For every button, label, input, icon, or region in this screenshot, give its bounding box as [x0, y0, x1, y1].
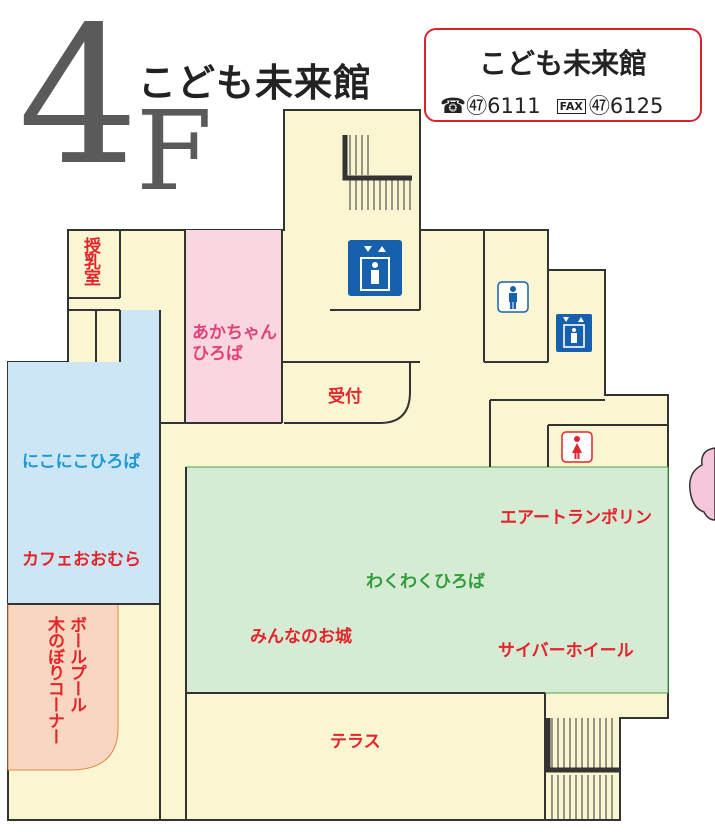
womens-restroom-icon	[561, 431, 593, 463]
elevator-icon	[556, 314, 592, 352]
niko-plaza-label: にこにこひろば	[22, 452, 141, 472]
nursing-room-label: 授乳室	[80, 237, 100, 285]
terrace-label: テラス	[330, 732, 381, 752]
fax-prefix: ㊼	[588, 94, 610, 118]
ball-pool-room	[7, 603, 119, 771]
trampoline-label: エアートランポリン	[500, 508, 652, 528]
fax-icon: FAX	[556, 99, 586, 114]
cafe-label: カフェおおむら	[22, 550, 141, 570]
stairs-icon	[342, 135, 414, 210]
reception-label: 受付	[328, 387, 362, 407]
tree-climbing-label: 木のぼりコーナー	[44, 616, 64, 744]
contact-name: こども未来館	[478, 47, 647, 80]
floor-letter: F	[136, 87, 213, 215]
mens-restroom-icon	[497, 281, 529, 313]
telephone-icon: ☎㊼	[440, 94, 488, 118]
elevator-icon	[348, 240, 402, 296]
character-mascot	[689, 447, 715, 521]
walls	[8, 230, 668, 820]
niko-plaza-upper	[120, 310, 160, 364]
ball-pool-label: ボールプール	[66, 616, 86, 712]
castle-label: みんなのお城	[250, 627, 352, 647]
telephone-number: 6111	[487, 94, 541, 118]
floor-number: 4	[18, 0, 139, 207]
wakuwaku-plaza-label: わくわくひろば	[366, 572, 485, 592]
niko-plaza-room	[8, 362, 160, 604]
stairs-icon	[545, 718, 620, 820]
facility-title: こども未来館	[138, 61, 373, 105]
baby-plaza-label-line2: ひろば	[192, 344, 243, 364]
cyber-wheel-label: サイバーホイール	[498, 641, 634, 661]
baby-plaza-label-line1: あかちゃん	[192, 323, 277, 343]
baby-plaza-room	[185, 230, 282, 423]
fax-number: 6125	[609, 94, 664, 118]
baby-plaza-label: あかちゃん ひろば	[192, 323, 277, 365]
